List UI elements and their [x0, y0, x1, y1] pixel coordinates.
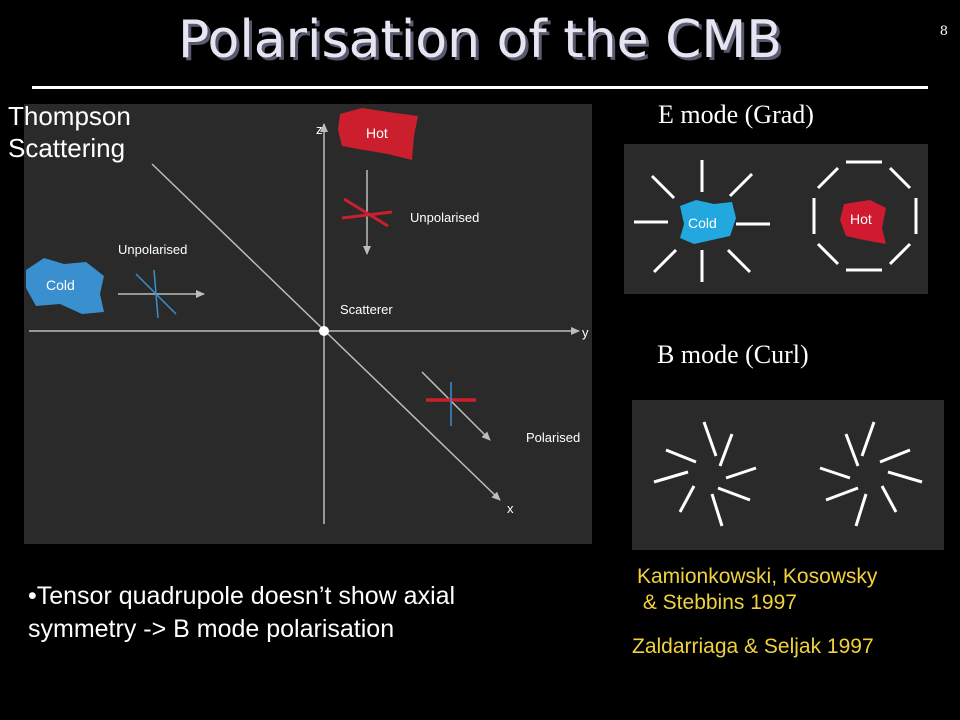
b-right-spoke-5	[854, 493, 868, 527]
b-mode-panel	[632, 400, 944, 550]
b-right-spoke-4	[825, 486, 859, 502]
b-right-spoke-3	[819, 466, 851, 480]
reference-kamionkowski: Kamionkowski, Kosowsky & Stebbins 1997	[637, 564, 947, 616]
e-radial-ne	[728, 172, 754, 198]
polarised-label: Polarised	[526, 430, 580, 445]
unpolarised-z-red-bar	[343, 197, 389, 228]
b-left-spoke-6	[678, 485, 696, 513]
b-right-spoke-6	[880, 485, 898, 513]
bullet-line-1: •Tensor quadrupole doesn’t show axial	[28, 582, 456, 610]
b-mode-heading: B mode (Curl)	[657, 340, 809, 369]
b-left-spoke-3	[725, 466, 757, 480]
axis-z-label: z	[316, 122, 323, 137]
e-hot-label: Hot	[850, 211, 872, 227]
hot-blob	[338, 108, 418, 160]
scatterer-point	[319, 326, 329, 336]
cold-blob	[26, 258, 104, 314]
bullet-text: •Tensor quadrupole doesn’t show axial sy…	[28, 580, 608, 646]
e-mode-svg: Cold Hot	[634, 160, 918, 282]
label-line-1: Thompson	[8, 101, 131, 131]
label-line-2: Scattering	[8, 133, 126, 163]
e-tangent-se	[888, 242, 912, 266]
b-right-spoke-1	[860, 421, 876, 457]
outgoing-arrow	[421, 371, 491, 441]
cold-label: Cold	[46, 277, 75, 293]
e-mode-panel: Cold Hot	[624, 144, 928, 294]
e-hot-blob	[840, 200, 886, 244]
e-tangent-sw	[816, 242, 840, 266]
e-radial-se	[726, 248, 752, 274]
axis-x-label: x	[507, 501, 514, 516]
bullet-line-2: symmetry -> B mode polarisation	[28, 615, 395, 643]
b-left-spoke-2	[718, 433, 734, 467]
b-right-spoke-2	[844, 433, 860, 467]
e-cold-blob	[680, 200, 736, 244]
b-left-spoke-8	[665, 448, 697, 464]
b-mode-svg	[653, 421, 923, 527]
thompson-scattering-diagram: z y x Scatterer Hot Unpolarised Cold Unp…	[24, 104, 592, 544]
b-left-spoke-1	[702, 421, 718, 457]
reference-1-line-1: Kamionkowski, Kosowsky	[637, 565, 878, 588]
scattering-svg: z y x Scatterer Hot Unpolarised Cold Unp…	[26, 108, 589, 524]
unpolarised-z-red-bar-2	[341, 210, 393, 220]
axis-y-label: y	[582, 325, 589, 340]
title-divider	[32, 86, 928, 89]
thompson-scattering-label: Thompson Scattering	[8, 100, 131, 164]
unpolarised-y-blue-bar-2	[153, 269, 159, 319]
scatterer-label: Scatterer	[340, 302, 393, 317]
e-mode-heading: E mode (Grad)	[658, 100, 814, 129]
b-left-spoke-5	[710, 493, 724, 527]
e-cold-label: Cold	[688, 215, 717, 231]
b-left-spoke-4	[717, 486, 751, 502]
unpolarised-right-label: Unpolarised	[410, 210, 479, 225]
b-right-spoke-8	[879, 448, 911, 464]
slide-title: Polarisation of the CMB	[178, 10, 782, 70]
unpolarised-left-label: Unpolarised	[118, 242, 187, 257]
page-number: 8	[939, 24, 948, 39]
e-radial-sw	[652, 248, 678, 274]
e-radial-nw	[650, 174, 676, 200]
b-right-spoke-7	[887, 470, 923, 484]
hot-label: Hot	[366, 125, 388, 141]
reference-zaldarriaga: Zaldarriaga & Seljak 1997	[632, 635, 874, 658]
reference-1-line-2: & Stebbins 1997	[637, 591, 797, 614]
b-left-spoke-7	[653, 470, 689, 484]
e-tangent-ne	[888, 166, 912, 190]
e-tangent-nw	[816, 166, 840, 190]
